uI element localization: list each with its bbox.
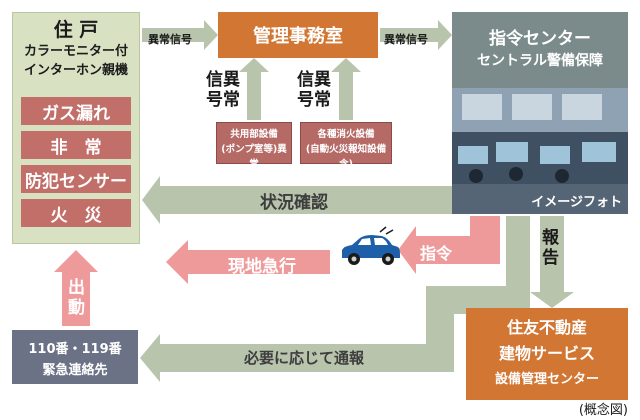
office-photo-illustration [452, 88, 628, 214]
command-center-company: セントラル警備保障 [477, 53, 603, 69]
equipment-common-area: 共用部設備 (ポンプ室等)異常 [216, 122, 292, 170]
arrow-resident-to-office [142, 20, 218, 50]
alarm-fire: 火 災 [21, 199, 131, 227]
photo-caption: イメージフォト [531, 195, 622, 210]
label-status-check: 状況確認 [260, 193, 328, 213]
equipment-common-line2: (ポンプ室等)異常 [221, 144, 287, 170]
command-center-title: 指令センター [489, 29, 591, 49]
abnormal-signal-label-right: 信異号常 [297, 70, 331, 110]
label-command: 指令 [420, 244, 453, 263]
arrow-command [398, 216, 500, 274]
equipment-common-line1: 共用部設備 [230, 129, 278, 140]
resident-title: 住 戸 [53, 19, 99, 41]
signal-label-resident-office: 異常信号 [148, 33, 192, 46]
label-report: 報告 [542, 228, 559, 268]
arrow-equipment-right-up [331, 58, 361, 120]
signal-label-office-center: 異常信号 [384, 33, 428, 46]
arrow-equipment-left-up [239, 58, 269, 120]
resident-subtitle-2: インターホン親機 [23, 63, 128, 78]
service-company-1: 住友不動産 [506, 318, 587, 337]
emergency-numbers: 110番・119番 [28, 342, 122, 357]
security-car-icon [342, 226, 400, 265]
equipment-fire-line2: (自動火災報知設備含) [305, 144, 387, 170]
concept-note: (概念図) [578, 403, 628, 418]
arrow-report [530, 216, 574, 308]
label-dispatch: 出動 [68, 278, 85, 318]
arrow-status-check [142, 176, 470, 224]
management-office: 管理事務室 [218, 12, 378, 58]
resident-panel: 住 戸 カラーモニター付 インターホン親機 ガス漏れ 非 常 防犯センサー 火 … [12, 12, 140, 244]
abnormal-signal-label-left: 信異号常 [206, 70, 240, 110]
arrow-rush-to-site [166, 240, 330, 284]
command-center-photo: イメージフォト [452, 88, 628, 214]
building-service-box: 住友不動産 建物サービス 設備管理センター [466, 308, 628, 400]
arrow-office-to-center [380, 20, 452, 50]
emergency-contacts: 緊急連絡先 [42, 363, 108, 378]
service-center: 設備管理センター [494, 372, 599, 387]
emergency-contact-box: 110番・119番 緊急連絡先 [12, 330, 138, 384]
alarm-emergency: 非 常 [21, 131, 131, 159]
service-company-2: 建物サービス [498, 344, 595, 363]
arrow-dispatch [54, 250, 98, 326]
alarm-security-sensor: 防犯センサー [21, 165, 131, 193]
command-center: 指令センター セントラル警備保障 [452, 12, 628, 90]
resident-subtitle-1: カラーモニター付 [23, 44, 128, 59]
label-notify: 必要に応じて通報 [244, 349, 365, 367]
equipment-fire-suppression: 各種消火設備 (自動火災報知設備含) [300, 122, 392, 170]
label-rush-to-site: 現地急行 [228, 257, 296, 277]
arrow-notify [140, 216, 530, 382]
alarm-gas-leak: ガス漏れ [21, 97, 131, 125]
equipment-fire-line1: 各種消火設備 [317, 129, 375, 140]
